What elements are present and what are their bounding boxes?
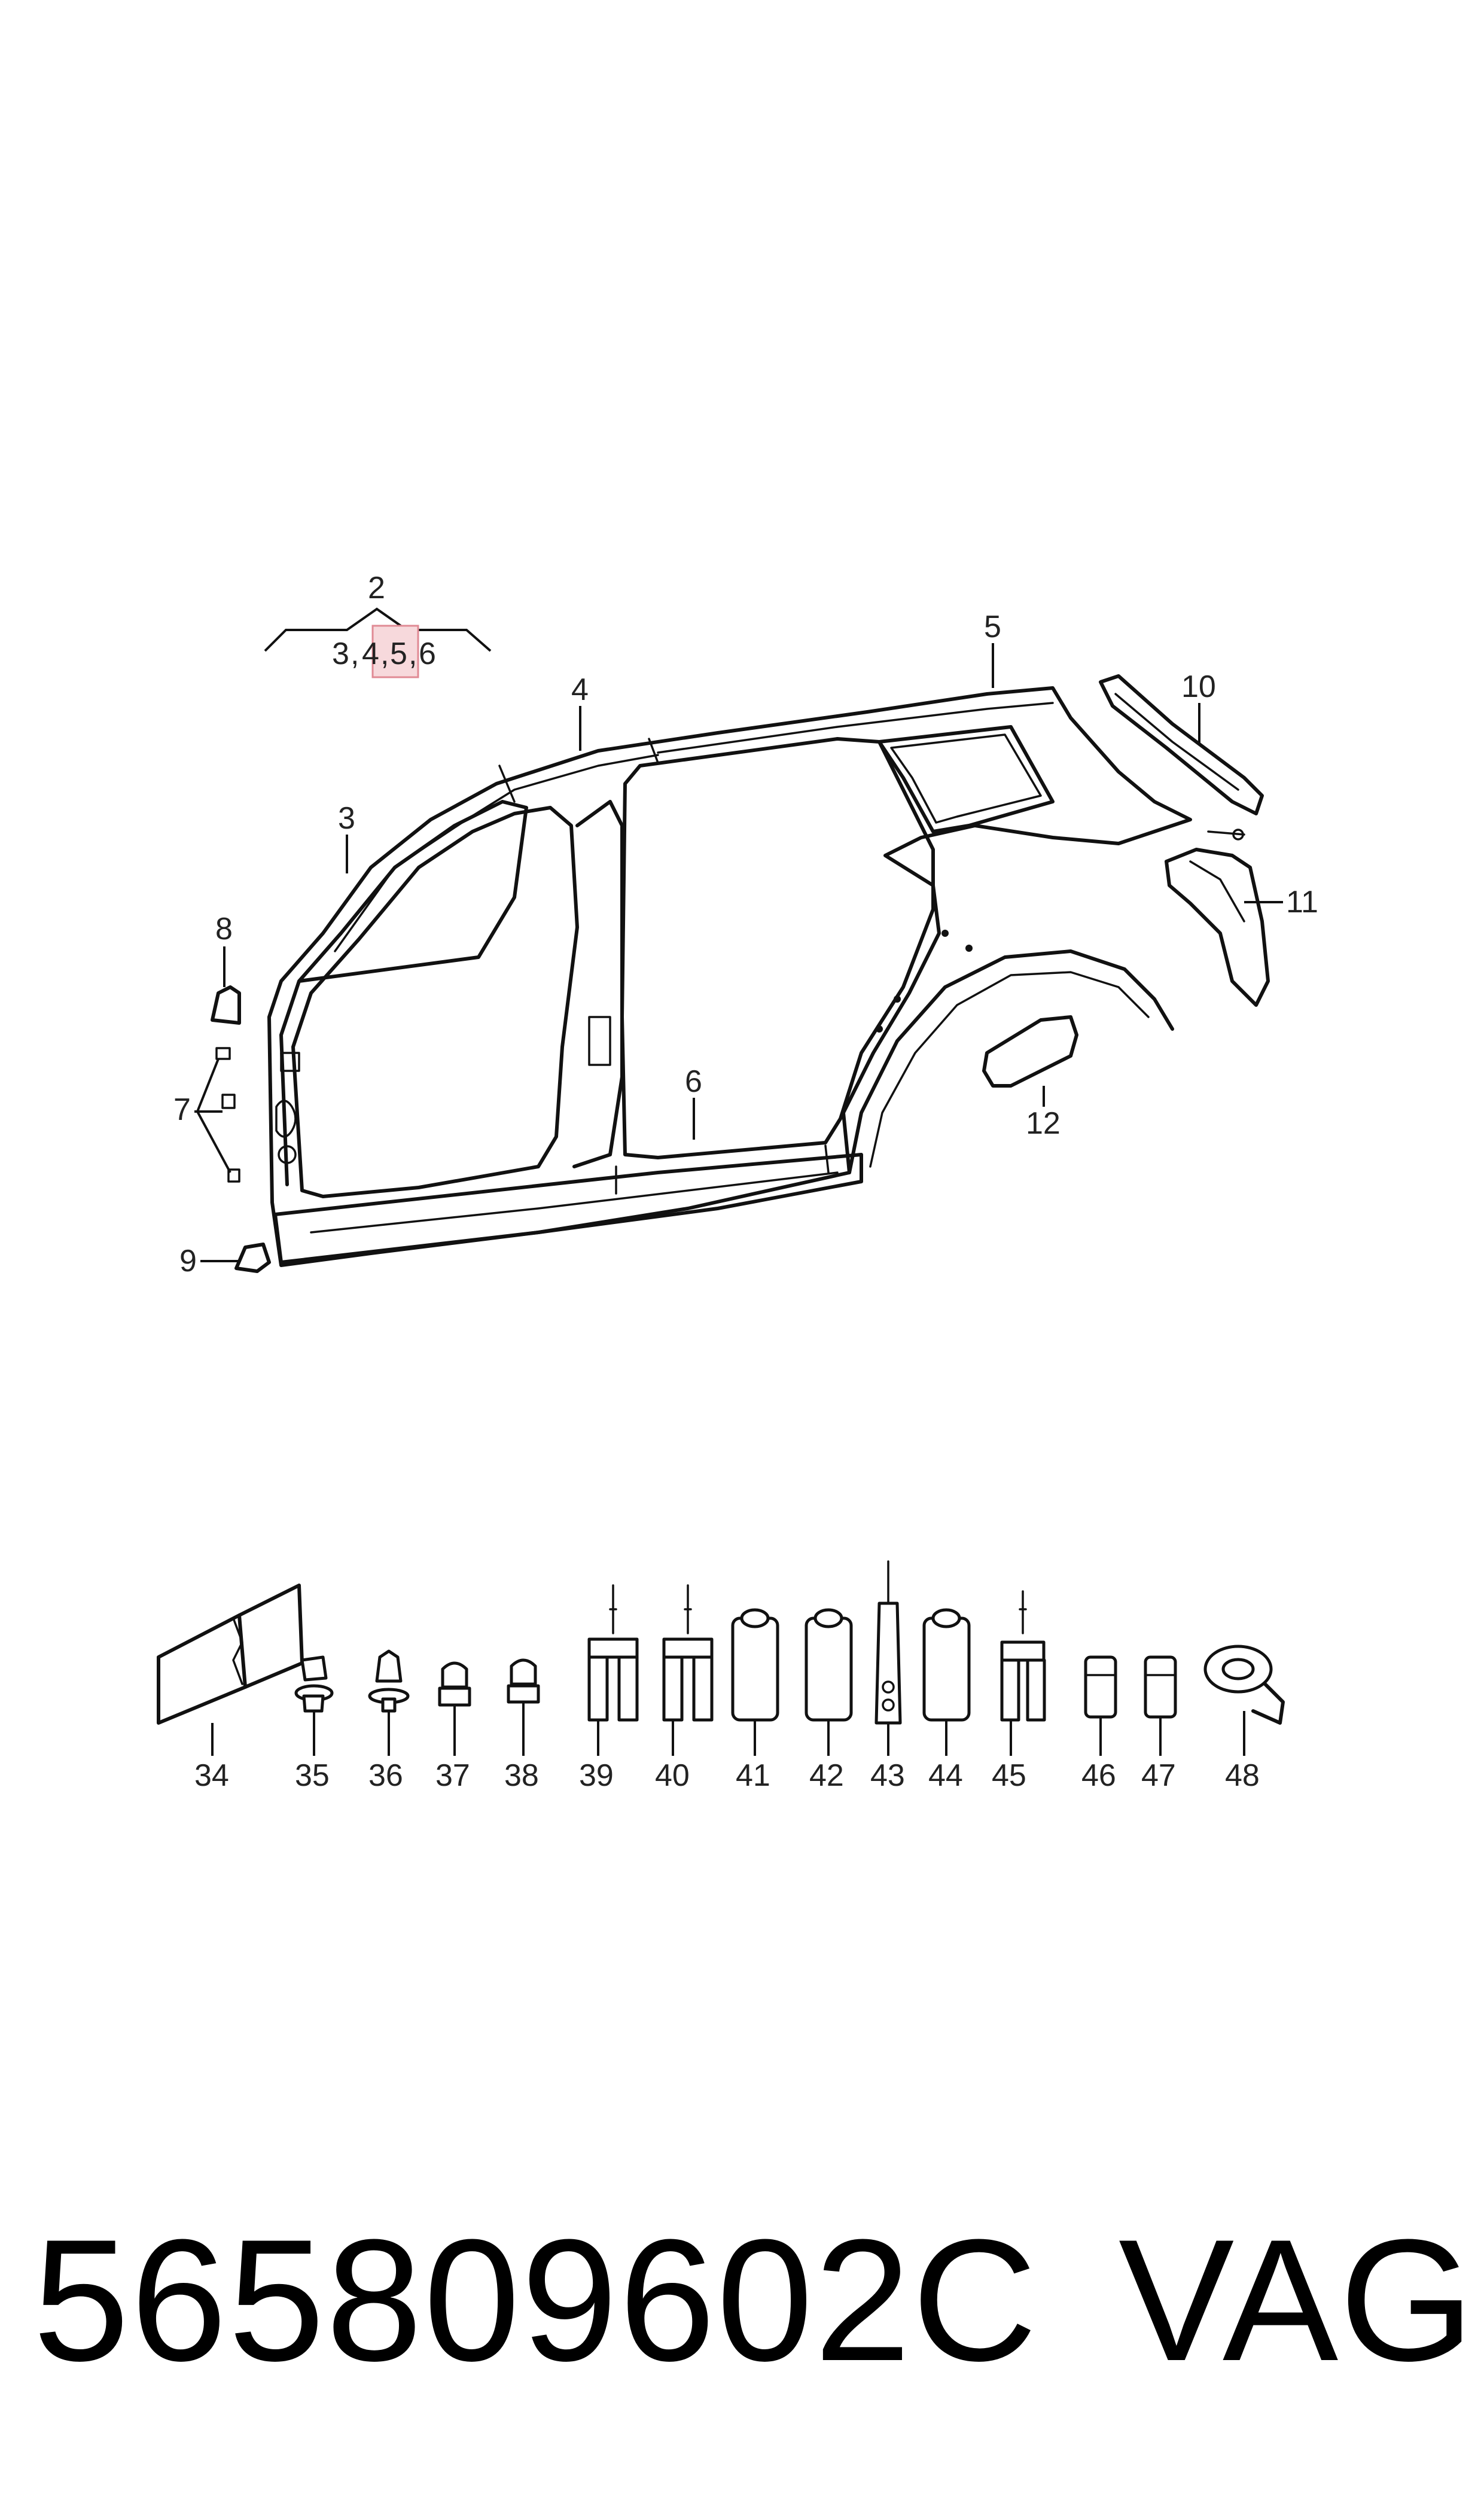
part-35-illustration — [294, 1655, 334, 1713]
callout-label-45[interactable]: 45 — [992, 1758, 1026, 1793]
callout-label-12[interactable]: 12 — [1026, 1106, 1061, 1141]
part-47-illustration — [1144, 1655, 1177, 1719]
side-panel-illustration — [267, 686, 1192, 1267]
part-44-illustration — [922, 1608, 971, 1722]
part-34-illustration — [157, 1584, 304, 1725]
callout-label-4[interactable]: 4 — [571, 672, 589, 707]
part-45-illustration — [1000, 1590, 1046, 1722]
part-number: 565809602C — [33, 2203, 1038, 2397]
svg-text:,: , — [409, 637, 417, 671]
part-41-illustration — [731, 1608, 779, 1722]
part-12-illustration — [982, 1015, 1078, 1088]
callout-label-8[interactable]: 8 — [215, 912, 233, 946]
callout-label-38[interactable]: 38 — [504, 1758, 539, 1793]
callout-label-35[interactable]: 35 — [295, 1758, 330, 1793]
part-11-illustration — [1165, 829, 1270, 1007]
callout-label-43[interactable]: 43 — [870, 1758, 905, 1793]
part-7-illustration — [215, 1047, 240, 1183]
group-member-4[interactable]: 4 — [362, 637, 379, 671]
callout-label-40[interactable]: 40 — [655, 1758, 690, 1793]
callout-label-37[interactable]: 37 — [435, 1758, 470, 1793]
bottom-callouts: 34 35 36 37 38 39 40 41 42 43 44 45 46 4… — [194, 1702, 1260, 1793]
part-39-illustration — [587, 1584, 639, 1722]
top-callouts: 3 4 5 6 7 8 9 10 11 12 — [173, 610, 1318, 1278]
part-10-illustration — [1099, 674, 1264, 815]
svg-text:,: , — [380, 637, 389, 671]
bottom-parts-row — [157, 1560, 1285, 1725]
part-38-illustration — [507, 1658, 540, 1704]
callout-label-5[interactable]: 5 — [984, 610, 1001, 644]
part-8-illustration — [211, 985, 241, 1025]
group-callout-2: 2 3 , 4 , 5 , 6 — [264, 571, 492, 678]
callout-label-11[interactable]: 11 — [1286, 885, 1318, 919]
part-37-illustration — [438, 1661, 471, 1707]
callout-label-39[interactable]: 39 — [579, 1758, 614, 1793]
callout-label-3[interactable]: 3 — [338, 801, 355, 836]
brand-label: VAG — [1119, 2203, 1476, 2397]
callout-label-34[interactable]: 34 — [194, 1758, 229, 1793]
part-48-illustration — [1203, 1645, 1285, 1725]
part-9-illustration — [234, 1243, 271, 1273]
svg-text:,: , — [351, 637, 359, 671]
callout-label-44[interactable]: 44 — [928, 1758, 963, 1793]
callout-label-6[interactable]: 6 — [685, 1064, 702, 1099]
callout-label-48[interactable]: 48 — [1225, 1758, 1260, 1793]
callout-label-42[interactable]: 42 — [809, 1758, 844, 1793]
callout-label-7[interactable]: 7 — [173, 1092, 191, 1127]
group-member-5[interactable]: 5 — [390, 637, 407, 671]
callout-label-47[interactable]: 47 — [1141, 1758, 1176, 1793]
part-36-illustration — [368, 1649, 410, 1713]
group-member-3[interactable]: 3 — [332, 637, 349, 671]
part-46-illustration — [1084, 1655, 1117, 1719]
callout-label-36[interactable]: 36 — [368, 1758, 403, 1793]
callout-label-9[interactable]: 9 — [179, 1244, 197, 1278]
part-43-illustration — [874, 1560, 902, 1725]
highlight-box — [371, 625, 419, 678]
callout-label-10[interactable]: 10 — [1181, 669, 1216, 704]
callout-label-2: 2 — [368, 571, 385, 605]
part-40-illustration — [662, 1584, 714, 1722]
callout-label-41[interactable]: 41 — [736, 1758, 770, 1793]
group-member-6[interactable]: 6 — [419, 637, 436, 671]
callout-label-46[interactable]: 46 — [1081, 1758, 1116, 1793]
part-42-illustration — [805, 1608, 853, 1722]
